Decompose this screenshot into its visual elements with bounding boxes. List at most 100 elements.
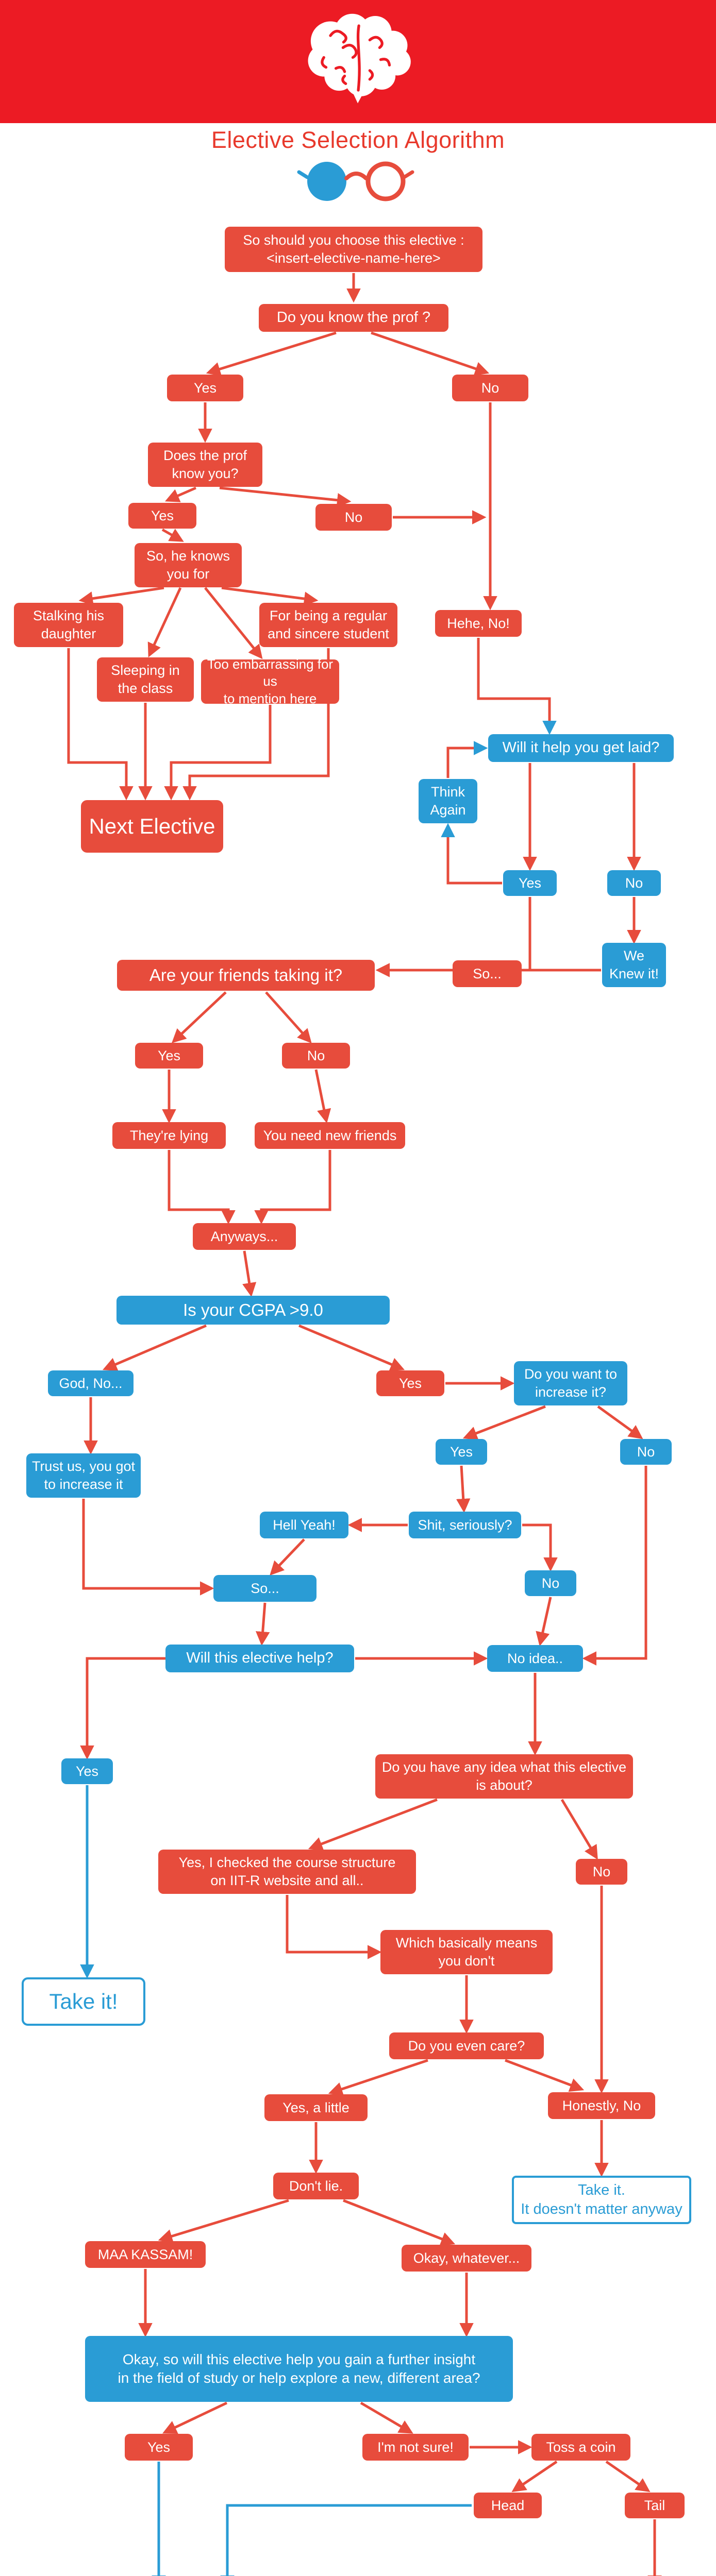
- hehe-no-node: Hehe, No!: [435, 610, 522, 637]
- yes-help-node: Yes: [61, 1758, 113, 1784]
- any-idea-node: Do you have any idea what this elective …: [375, 1754, 633, 1799]
- embarrassing-node: Too embarrassing for us to mention here: [201, 656, 339, 706]
- connector-12: [221, 586, 319, 606]
- take-it-1-node: Take it!: [22, 1977, 145, 2026]
- sleeping-node: Sleeping in the class: [97, 657, 194, 702]
- will-help-node: Will this elective help?: [165, 1645, 354, 1672]
- toss-a-coin-node: Toss a coin: [531, 2434, 630, 2461]
- theyre-lying-node: They're lying: [112, 1122, 226, 1149]
- connector-31: [242, 1250, 257, 1297]
- connector-63: [162, 2401, 228, 2434]
- yes-insight-node: Yes: [125, 2434, 193, 2461]
- yes-laid-node: Yes: [503, 870, 557, 896]
- hell-yeah-node: Hell Yeah!: [260, 1512, 348, 1538]
- connector-10: [147, 587, 182, 657]
- yes-friends-node: Yes: [135, 1043, 203, 1069]
- no-idea-answer-node: No: [576, 1859, 627, 1885]
- no-know-prof-node: No: [452, 375, 528, 401]
- connector-21: [446, 741, 488, 778]
- trust-us-node: Trust us, you got to increase it: [26, 1453, 141, 1498]
- no-friends-node: No: [282, 1043, 350, 1069]
- brain-icon: [291, 7, 425, 116]
- tail-node: Tail: [625, 2493, 685, 2518]
- we-knew-it-node: We Knew it!: [602, 943, 666, 987]
- connector-28: [314, 1069, 331, 1124]
- regular-student-node: For being a regular and sincere student: [259, 603, 397, 647]
- god-no-node: God, No...: [48, 1370, 134, 1396]
- connector-15: [164, 705, 272, 801]
- connector-60: [343, 2199, 456, 2246]
- knows-you-for-node: So, he knows you for: [135, 543, 242, 587]
- so-2-node: So...: [213, 1575, 317, 1602]
- get-laid-node: Will it help you get laid?: [488, 734, 674, 762]
- connector-39: [456, 1465, 471, 1513]
- connector-2: [371, 331, 490, 376]
- connector-30: [254, 1150, 331, 1225]
- connector-29: [168, 1150, 236, 1225]
- connector-32: [102, 1324, 207, 1371]
- connector-8: [161, 528, 184, 542]
- yes-prof-knows-node: Yes: [128, 503, 196, 529]
- connector-38: [597, 1405, 643, 1439]
- so-1-node: So...: [453, 960, 522, 987]
- connector-25: [171, 991, 227, 1043]
- glasses-icon: [285, 155, 432, 206]
- connector-50: [308, 1798, 438, 1851]
- connector-16: [182, 648, 330, 801]
- anyways-node: Anyways...: [193, 1223, 296, 1250]
- connector-59: [158, 2199, 289, 2243]
- yes-cgpa-node: Yes: [376, 1370, 444, 1396]
- yes-increase-node: Yes: [436, 1439, 487, 1465]
- connector-66: [511, 2460, 558, 2493]
- want-increase-node: Do you want to increase it?: [514, 1361, 627, 1405]
- connector-1: [206, 331, 337, 376]
- head-node: Head: [474, 2493, 542, 2518]
- yes-a-little-node: Yes, a little: [264, 2094, 368, 2121]
- means-dont-node: Which basically means you don't: [380, 1930, 553, 1974]
- connector-36: [82, 1499, 214, 1596]
- connector-52: [286, 1895, 382, 1959]
- connector-43: [582, 1466, 647, 1666]
- connector-69: [220, 2504, 472, 2576]
- connector-20: [441, 823, 502, 885]
- no-laid-node: No: [607, 870, 661, 896]
- connector-64: [360, 2401, 413, 2434]
- maa-kassam-node: MAA KASSAM!: [85, 2241, 206, 2268]
- connector-67: [605, 2460, 651, 2493]
- no-idea-node: No idea..: [487, 1645, 583, 1672]
- further-insight-node: Okay, so will this elective help you gai…: [85, 2336, 513, 2402]
- take-it-anyway-node: Take it. It doesn't matter anyway: [512, 2176, 691, 2224]
- connector-41: [270, 1538, 305, 1575]
- connector-42: [255, 1602, 270, 1646]
- next-elective-1-node: Next Elective: [81, 800, 223, 853]
- prof-know-you-node: Does the prof know you?: [148, 443, 262, 487]
- connector-26: [265, 991, 312, 1044]
- think-again-node: Think Again: [419, 779, 477, 823]
- friends-taking-node: Are your friends taking it?: [117, 960, 375, 991]
- honestly-no-node: Honestly, No: [548, 2092, 655, 2119]
- cgpa-node: Is your CGPA >9.0: [116, 1296, 390, 1325]
- header-banner: [0, 0, 716, 123]
- connector-6: [164, 486, 196, 502]
- connector-56: [505, 2059, 585, 2092]
- no-prof-knows-node: No: [315, 504, 392, 531]
- connector-7: [219, 486, 352, 507]
- connector-55: [328, 2059, 428, 2096]
- no-increase-node: No: [620, 1439, 672, 1465]
- dont-lie-node: Don't lie.: [273, 2173, 359, 2199]
- know-prof-node: Do you know the prof ?: [259, 304, 448, 332]
- not-sure-node: I'm not sure!: [362, 2434, 469, 2461]
- checked-course-node: Yes, I checked the course structure on I…: [158, 1850, 416, 1894]
- connector-17: [477, 638, 557, 735]
- connector-51: [560, 1799, 598, 1860]
- connector-45: [536, 1597, 552, 1647]
- connector-33: [298, 1324, 405, 1371]
- okay-whatever-node: Okay, whatever...: [402, 2245, 531, 2272]
- connector-44: [522, 1523, 558, 1572]
- connector-13: [67, 648, 134, 801]
- connector-37: [462, 1405, 546, 1440]
- page-title: Elective Selection Algorithm: [211, 127, 505, 153]
- yes-know-prof-node: Yes: [167, 375, 243, 401]
